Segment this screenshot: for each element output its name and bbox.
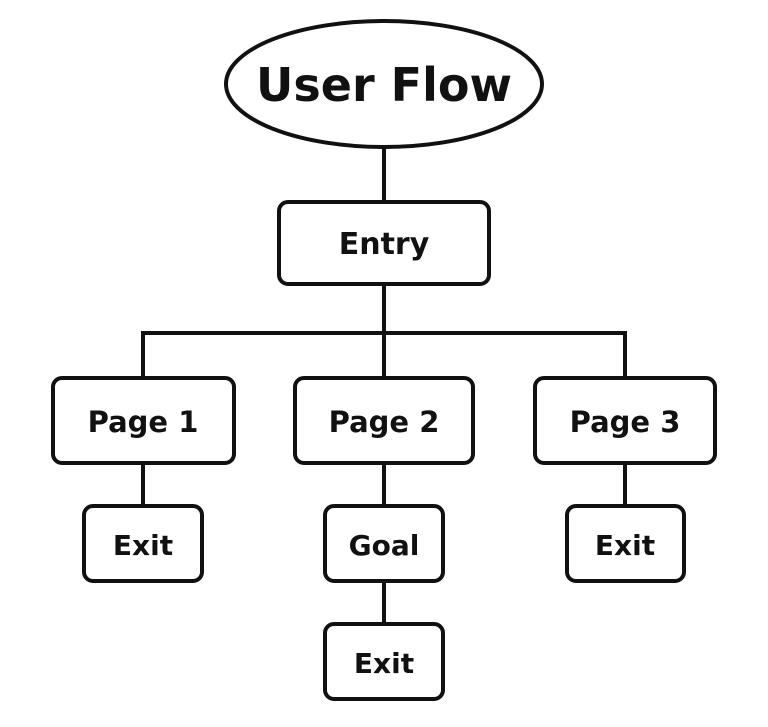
title-node: User Flow [224,19,544,149]
exit3-label: Exit [595,529,655,562]
entry-box [277,200,491,286]
exit1-box [82,504,204,583]
entry-node: Entry [277,200,491,286]
page1-box [51,376,236,465]
page2-label: Page 2 [329,405,440,439]
exit2-box [323,622,445,701]
goal-label: Goal [349,529,420,562]
exit3-box [565,504,686,583]
page1-node: Page 1 [51,376,236,465]
exit3-node: Exit [565,504,686,583]
diagram-title: User Flow [256,58,512,112]
entry-label: Entry [339,227,430,262]
page3-box [533,376,717,465]
exit1-label: Exit [113,529,173,562]
goal-box [323,504,445,583]
page1-label: Page 1 [88,405,199,439]
exit2-node: Exit [323,622,445,701]
page2-node: Page 2 [293,376,475,465]
page3-label: Page 3 [570,405,681,439]
connectors [141,145,627,626]
goal-node: Goal [323,504,445,583]
exit1-node: Exit [82,504,204,583]
exit2-label: Exit [354,647,414,680]
title-ellipse [224,19,544,149]
page3-node: Page 3 [533,376,717,465]
page2-box [293,376,475,465]
